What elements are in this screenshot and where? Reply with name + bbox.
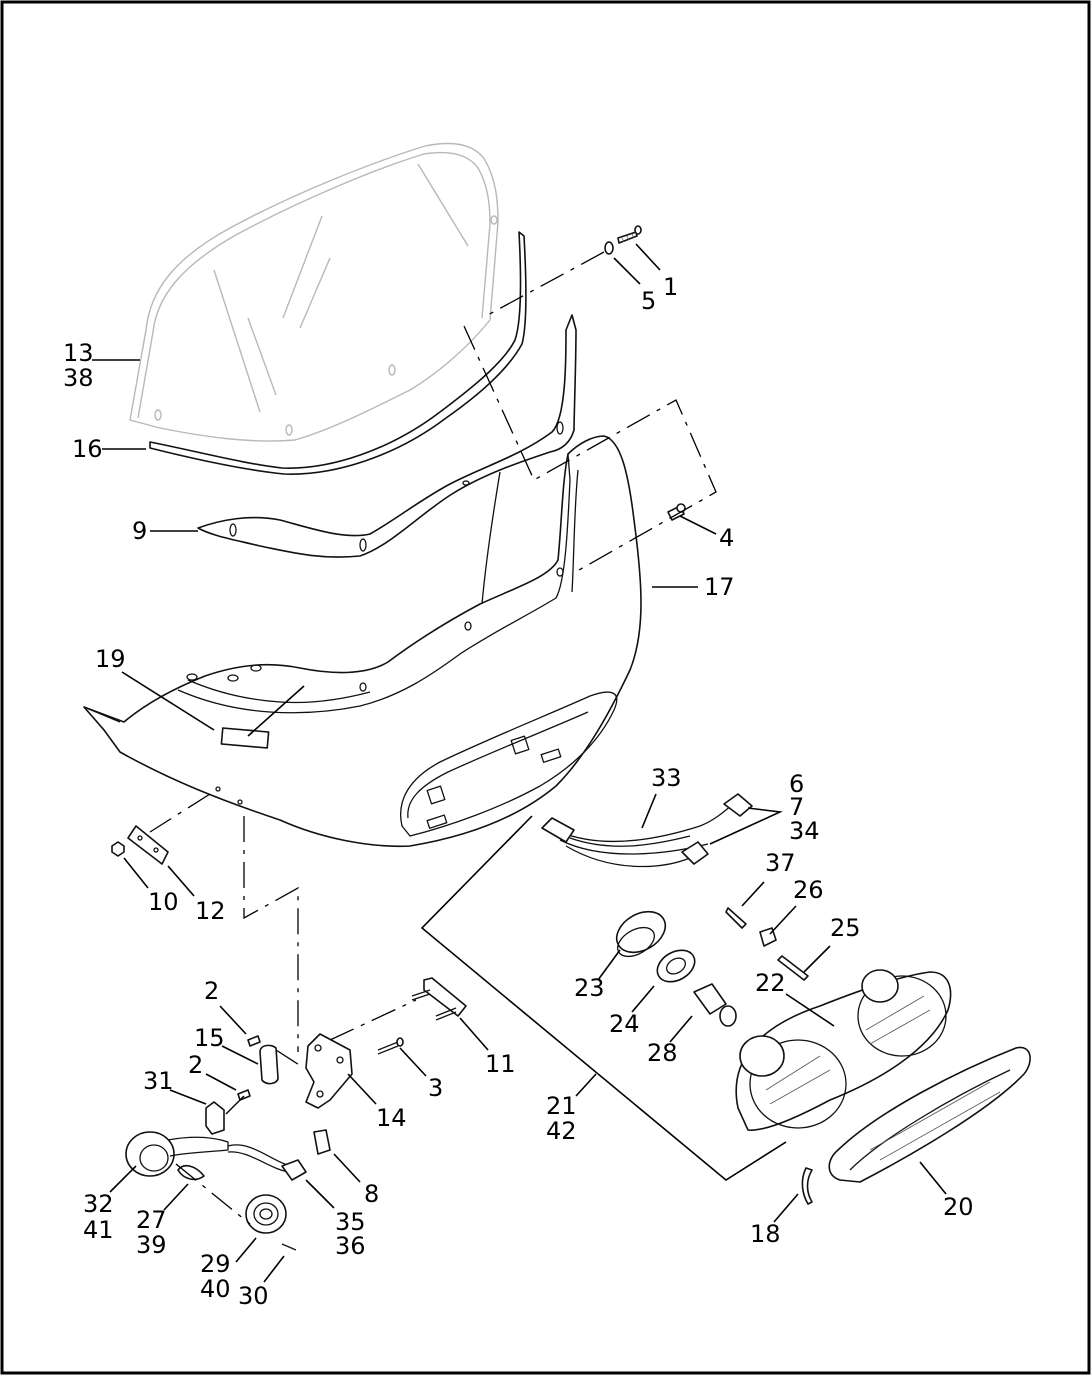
fairing-shell — [83, 435, 642, 848]
callout-35: 35 — [335, 1208, 366, 1236]
bulb-retainer-23 — [615, 910, 667, 958]
callout-28: 28 — [647, 1039, 678, 1067]
bulb-27 — [177, 1164, 205, 1181]
assembly-centerlines — [149, 251, 717, 1225]
callout-13: 13 — [63, 339, 94, 367]
callout-19: 19 — [95, 645, 126, 673]
callout-10: 10 — [148, 888, 179, 916]
plate-12 — [127, 825, 169, 865]
bulb-28 — [693, 983, 737, 1027]
callout-41: 41 — [83, 1216, 114, 1244]
callout-36: 36 — [335, 1232, 366, 1260]
callout-20: 20 — [943, 1193, 974, 1221]
screw-25 — [777, 955, 809, 981]
callout-18: 18 — [750, 1220, 781, 1248]
connector-35 — [281, 1159, 307, 1181]
callout-9: 9 — [132, 517, 147, 545]
callout-29: 29 — [200, 1250, 231, 1278]
callout-42: 42 — [546, 1117, 577, 1145]
callout-5: 5 — [641, 287, 656, 315]
mount-bracket-14 — [305, 1033, 353, 1109]
screw-2-upper — [247, 1035, 261, 1047]
callout-37: 37 — [765, 849, 796, 877]
callout-12: 12 — [195, 897, 226, 925]
callout-4: 4 — [719, 524, 734, 552]
windshield — [129, 142, 499, 442]
callout-39: 39 — [136, 1231, 167, 1259]
clip-8 — [313, 1129, 331, 1155]
callout-33: 33 — [651, 764, 682, 792]
kit-bracket-21-42 — [420, 815, 787, 1181]
callout-24: 24 — [609, 1010, 640, 1038]
callout-27: 27 — [136, 1206, 167, 1234]
screw-1 — [617, 225, 642, 244]
callout-1: 1 — [663, 273, 678, 301]
callout-34: 34 — [789, 817, 820, 845]
callout-8: 8 — [364, 1180, 379, 1208]
harness-33 — [541, 793, 753, 868]
fairing-badge — [220, 727, 270, 749]
callout-38: 38 — [63, 364, 94, 392]
screw-3 — [377, 1037, 404, 1055]
callout-3: 3 — [428, 1074, 443, 1102]
lens-29 — [245, 1194, 287, 1234]
callout-30: 30 — [238, 1282, 269, 1310]
callout-2-lower: 2 — [188, 1051, 203, 1079]
pin-37 — [725, 907, 747, 929]
windshield-bracket — [197, 314, 577, 558]
harness-bracket-6-7-34 — [709, 807, 783, 845]
callout-11: 11 — [485, 1050, 516, 1078]
trim-18 — [801, 1167, 813, 1205]
callout-7: 7 — [789, 793, 804, 821]
callout-17: 17 — [704, 573, 735, 601]
callout-26: 26 — [793, 876, 824, 904]
nut-10 — [111, 841, 125, 857]
screw-2-lower — [237, 1089, 251, 1101]
callout-16: 16 — [72, 435, 103, 463]
callout-22: 22 — [755, 969, 786, 997]
callout-21: 21 — [546, 1092, 577, 1120]
clamp-31 — [205, 1101, 225, 1135]
windshield-trim-strip — [149, 231, 527, 475]
headlamp-housing-22 — [735, 969, 952, 1131]
leader-lines — [92, 243, 947, 1283]
callout-40: 40 — [200, 1275, 231, 1303]
callout-32: 32 — [83, 1190, 114, 1218]
callout-14: 14 — [376, 1104, 407, 1132]
socket-24 — [656, 949, 696, 983]
callout-labels: 1 5 13 38 16 9 4 17 19 10 12 2 15 2 31 1… — [63, 273, 974, 1310]
callout-6: 6 — [789, 770, 804, 798]
headlamp-lens-20 — [828, 1046, 1031, 1183]
callout-2-upper: 2 — [204, 977, 219, 1005]
stud-plate-11 — [411, 977, 467, 1021]
callout-23: 23 — [574, 974, 605, 1002]
signal-housing-32 — [125, 1131, 291, 1177]
callout-15: 15 — [194, 1024, 225, 1052]
callout-31: 31 — [143, 1067, 174, 1095]
washer-5 — [604, 241, 614, 255]
callout-25: 25 — [830, 914, 861, 942]
clamp-15 — [259, 1044, 279, 1085]
screw-30 — [281, 1243, 297, 1251]
